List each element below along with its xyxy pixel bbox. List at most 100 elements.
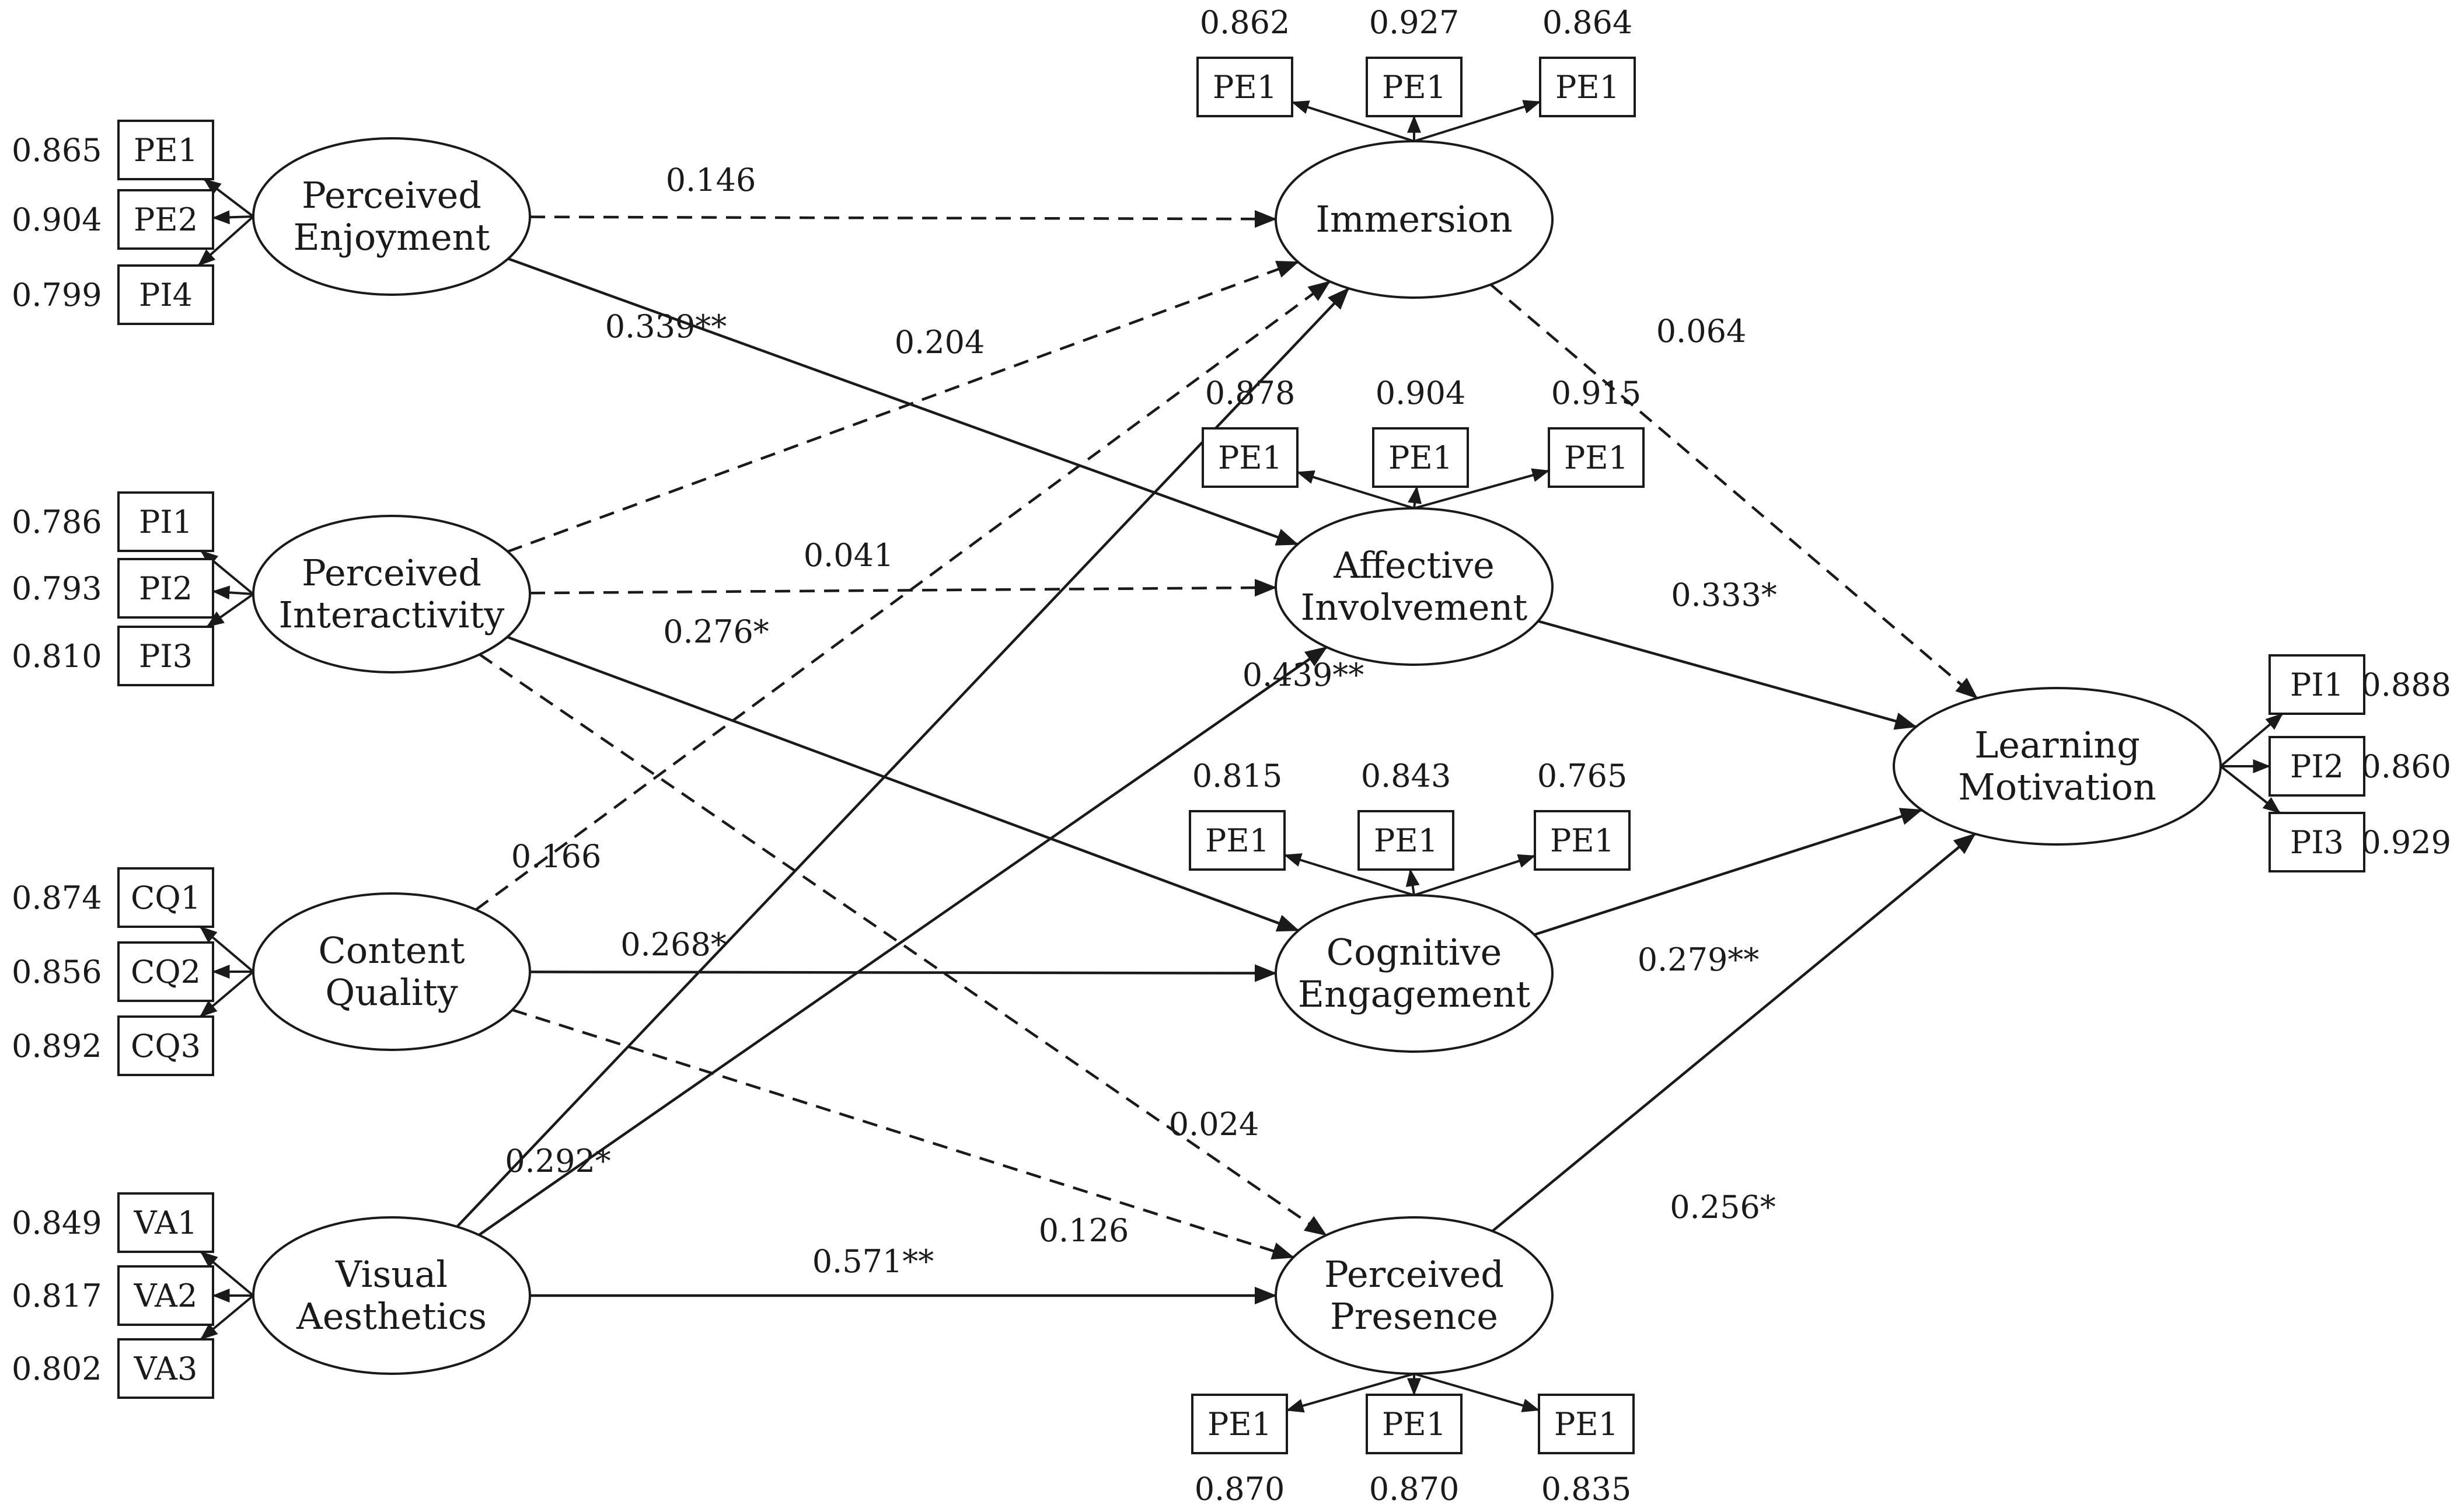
indicator-label-lm-1: PI1 — [2290, 666, 2344, 703]
construct-label-pe: Enjoyment — [293, 216, 490, 259]
indicator-loading-lm-1: 0.888 — [2361, 666, 2451, 703]
indicator-box-ce-3 — [1534, 810, 1631, 871]
indicator-loading-ce-3: 0.765 — [1537, 758, 1628, 794]
indicator-box-pe-2 — [117, 189, 214, 250]
indicator-box-lm-1 — [2268, 654, 2365, 715]
loading-arrow-ai-2 — [1408, 486, 1422, 509]
construct-lm — [1893, 687, 2222, 846]
construct-label-pp: Perceived — [1324, 1253, 1504, 1296]
loading-arrow-va-1 — [200, 1251, 254, 1297]
indicator-loading-ai-1: 0.878 — [1205, 375, 1296, 411]
path-va-to-ai — [478, 646, 1328, 1236]
path-coefficient-im-to-lm: 0.064 — [1656, 313, 1747, 350]
path-coefficient-pe-to-im: 0.146 — [666, 162, 756, 198]
indicator-loading-va-1: 0.849 — [12, 1205, 102, 1241]
indicator-box-cq-2 — [117, 941, 214, 1002]
indicator-label-ce-2: PE1 — [1374, 822, 1438, 859]
path-coefficient-va-to-pp: 0.571** — [812, 1243, 934, 1280]
indicator-box-pp-3 — [1538, 1394, 1635, 1454]
path-coefficient-pp-to-lm: 0.256* — [1670, 1189, 1776, 1226]
loading-arrow-cq-1 — [199, 926, 254, 973]
indicator-box-pe-1 — [117, 120, 214, 180]
construct-pi — [252, 515, 531, 673]
indicator-label-ai-1: PE1 — [1218, 439, 1282, 476]
indicator-loading-pe-1: 0.865 — [12, 132, 102, 169]
construct-label-pe: Perceived — [302, 174, 481, 217]
indicator-label-pp-3: PE1 — [1554, 1406, 1618, 1443]
construct-im — [1275, 140, 1554, 299]
loading-arrow-pp-3 — [1414, 1373, 1540, 1412]
indicator-label-cq-3: CQ3 — [131, 1028, 201, 1064]
indicator-box-pp-2 — [1366, 1394, 1463, 1454]
path-coefficient-cq-to-ce: 0.268* — [620, 926, 727, 963]
construct-label-pp: Presence — [1330, 1295, 1498, 1338]
indicator-loading-pe-2: 0.904 — [12, 201, 102, 238]
path-coefficient-ce-to-lm: 0.279** — [1638, 941, 1760, 978]
indicator-loading-ai-2: 0.904 — [1376, 375, 1466, 411]
indicator-loading-ce-2: 0.843 — [1361, 758, 1451, 794]
indicator-label-va-3: VA3 — [134, 1350, 198, 1387]
indicator-loading-pp-1: 0.870 — [1195, 1471, 1285, 1507]
construct-cq — [252, 892, 531, 1051]
indicator-label-im-3: PE1 — [1555, 69, 1620, 106]
labels: 0.1460.339**0.2040.0410.276*0.0240.1660.… — [12, 4, 2451, 1507]
loading-arrow-pi-3 — [206, 593, 254, 628]
indicator-loading-cq-1: 0.874 — [12, 879, 102, 916]
indicator-label-pi-2: PI2 — [139, 570, 193, 607]
loading-arrow-va-3 — [200, 1294, 254, 1341]
loading-arrow-pe-2 — [212, 210, 254, 225]
loading-arrow-ai-3 — [1414, 468, 1550, 509]
indicator-label-pi-3: PI3 — [139, 638, 193, 675]
indicator-box-cq-3 — [117, 1015, 214, 1076]
path-im-to-lm — [1489, 283, 1978, 699]
loading-arrow-pe-3 — [197, 215, 254, 267]
construct-va — [252, 1216, 531, 1375]
path-coefficient-ai-to-lm: 0.333* — [1671, 577, 1777, 613]
indicator-box-ai-2 — [1372, 427, 1469, 488]
path-coefficient-pi-to-im: 0.204 — [895, 324, 985, 361]
indicator-loading-im-1: 0.862 — [1200, 4, 1290, 41]
construct-label-va: Visual — [335, 1253, 448, 1296]
loading-arrow-ce-3 — [1414, 854, 1536, 896]
indicator-loading-im-3: 0.864 — [1542, 4, 1633, 41]
path-coefficient-pi-to-pp: 0.024 — [1169, 1106, 1259, 1143]
indicator-label-ai-3: PE1 — [1564, 439, 1628, 476]
path-ce-to-lm — [1534, 808, 1923, 936]
loading-arrow-im-3 — [1414, 100, 1541, 142]
path-pi-to-ai — [529, 578, 1277, 597]
indicator-box-pi-1 — [117, 491, 214, 552]
indicator-box-pi-3 — [117, 626, 214, 686]
indicator-box-pe-3 — [117, 264, 214, 325]
indicator-box-pi-2 — [117, 558, 214, 619]
construct-ce — [1275, 894, 1554, 1053]
construct-label-ai: Affective — [1333, 544, 1495, 587]
indicator-label-pe-3: PI4 — [139, 277, 193, 313]
indicator-loading-pi-1: 0.786 — [12, 504, 102, 540]
construct-label-va: Aesthetics — [296, 1295, 487, 1338]
indicator-box-ce-1 — [1189, 810, 1286, 871]
path-coefficient-va-to-ai: 0.439** — [1243, 657, 1364, 693]
construct-label-ce: Engagement — [1298, 973, 1531, 1015]
measurement-paths — [197, 100, 2284, 1413]
indicator-label-lm-2: PI2 — [2290, 748, 2344, 785]
loading-arrow-pe-1 — [203, 178, 254, 218]
loading-arrow-lm-3 — [2219, 765, 2281, 814]
indicator-loading-pi-2: 0.793 — [12, 570, 102, 607]
indicator-label-pp-2: PE1 — [1382, 1406, 1446, 1443]
indicator-loading-va-2: 0.817 — [12, 1277, 102, 1314]
path-ai-to-lm — [1537, 620, 1918, 730]
indicator-box-ai-3 — [1548, 427, 1645, 488]
indicator-box-pp-1 — [1191, 1394, 1288, 1454]
construct-pe — [252, 137, 531, 296]
loading-arrow-ai-1 — [1296, 470, 1415, 509]
construct-label-pi: Perceived — [302, 551, 481, 594]
indicator-box-lm-2 — [2268, 736, 2365, 797]
constructs — [252, 137, 2222, 1375]
indicator-box-ai-1 — [1202, 427, 1299, 488]
indicator-loading-pp-3: 0.835 — [1541, 1471, 1632, 1507]
construct-label-cq: Quality — [325, 971, 458, 1014]
path-cq-to-ce — [529, 964, 1277, 982]
indicator-label-pi-1: PI1 — [139, 504, 193, 540]
indicator-box-ce-2 — [1357, 810, 1454, 871]
